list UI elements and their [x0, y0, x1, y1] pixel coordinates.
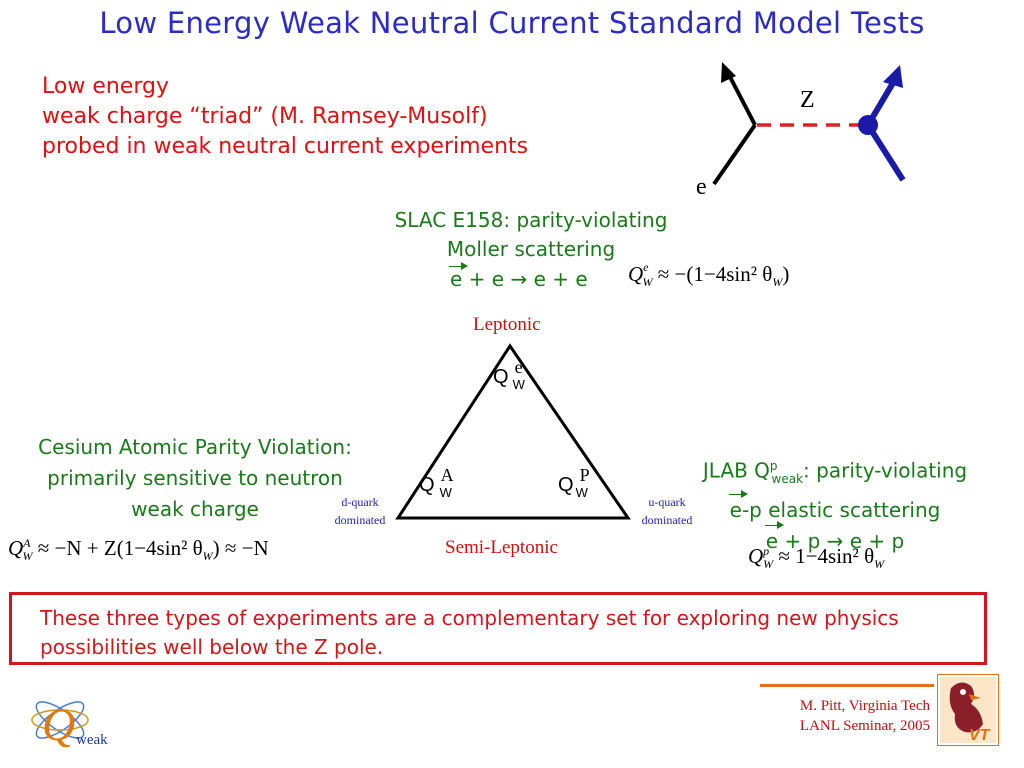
qweak-logo: Q weak: [31, 699, 108, 750]
vertex-dot: [858, 115, 878, 135]
jlab-line-3: e + p → e + p: [660, 520, 1010, 557]
vt-hokie-logo: VT: [937, 674, 999, 746]
u-quark-line-1: u-quark: [648, 495, 686, 509]
q-a-letter: Q: [419, 474, 435, 496]
slac-formula-q: Q: [628, 262, 644, 286]
intro-text: Low energy weak charge “triad” (M. Ramse…: [42, 72, 528, 162]
slac-formula-sup: e: [643, 260, 649, 274]
cesium-formula-q: Q: [8, 536, 24, 560]
intro-line-2: weak charge “triad” (M. Ramsey-Musolf): [42, 104, 488, 129]
slac-formula: QeW ≈ −(1−4sin² θW): [628, 260, 790, 290]
jlab-formula: QpW ≈ 1−4sin² θW: [748, 544, 884, 572]
footer-divider: [760, 684, 934, 687]
q-e-sub: W: [512, 377, 525, 392]
jlab-line-1-sub: weak: [771, 471, 804, 486]
triangle-diagram: [395, 343, 631, 520]
leptonic-label: Leptonic: [473, 314, 541, 335]
triangle-shape: [395, 343, 631, 520]
intro-line-3: probed in weak neutral current experimen…: [42, 134, 529, 159]
jlab-formula-sub: W: [763, 557, 774, 572]
vt-label: VT: [969, 727, 991, 744]
slac-block: SLAC E158: parity-violating Moller scatt…: [330, 206, 732, 264]
jlab-polarized-e-2: e: [764, 520, 785, 557]
q-p-letter: Q: [558, 474, 574, 496]
jlab-formula-q: Q: [748, 544, 764, 568]
d-quark-line-1: d-quark: [341, 495, 379, 509]
credit-line-2: LANL Seminar, 2005: [799, 718, 930, 734]
u-quark-note: u-quark dominated: [632, 493, 702, 529]
jlab-formula-sup: p: [763, 544, 770, 558]
feynman-diagram: Z e: [696, 62, 906, 195]
cesium-line-1: Cesium Atomic Parity Violation:: [38, 435, 352, 459]
slac-reaction: e + e → e + e: [448, 262, 588, 291]
logo-q-letter: Q: [42, 699, 75, 750]
u-quark-line-2: dominated: [641, 513, 693, 527]
jlab-formula-body: ≈ 1−4sin² θ: [773, 544, 875, 568]
credit-text: M. Pitt, Virginia Tech LANL Seminar, 200…: [760, 696, 930, 736]
d-quark-note: d-quark dominated: [325, 493, 395, 529]
q-e-letter: Q: [493, 366, 509, 388]
cesium-formula-sup: A: [23, 536, 31, 550]
q-p-sub: W: [575, 485, 588, 500]
jlab-line-1-post: : parity-violating: [803, 458, 968, 483]
slac-formula-end: ): [782, 262, 790, 286]
d-quark-line-2: dominated: [334, 513, 386, 527]
slac-line-2: Moller scattering: [446, 237, 616, 261]
cesium-line-2: primarily sensitive to neutron: [47, 466, 343, 490]
conclusion-text: These three types of experiments are a c…: [40, 606, 899, 659]
slide-title: Low Energy Weak Neutral Current Standard…: [99, 6, 925, 40]
logo-word: weak: [76, 732, 108, 748]
electron-outgoing-line: [726, 72, 757, 126]
cesium-formula: QAW ≈ −N + Z(1−4sin² θW) ≈ −N: [8, 536, 269, 564]
credit-line-1: M. Pitt, Virginia Tech: [799, 698, 930, 714]
slac-line-1: SLAC E158: parity-violating: [394, 208, 668, 232]
cesium-block: Cesium Atomic Parity Violation: primaril…: [0, 432, 390, 525]
cesium-line-3: weak charge: [131, 497, 259, 521]
target-outgoing-line: [865, 123, 906, 182]
cesium-formula-body: ≈ −N + Z(1−4sin² θ: [32, 536, 203, 560]
hokie-bird-icon: [949, 682, 983, 733]
atom-icon: [31, 701, 89, 739]
z-label: Z: [800, 87, 815, 113]
jlab-block: JLAB Qpweak: parity-violating e-p elasti…: [660, 451, 1010, 557]
slac-formula-sub2: W: [772, 275, 783, 290]
q-a-sub: W: [439, 485, 452, 500]
cesium-formula-sub: W: [22, 549, 33, 564]
q-p-sup: P: [579, 465, 590, 485]
jlab-polarized-e-1: e: [728, 489, 749, 526]
jlab-line-2-rest: -p elastic scattering: [741, 497, 941, 522]
q-a-sup: A: [440, 465, 454, 485]
electron-incoming-line: [712, 123, 757, 186]
jlab-line-2: e-p elastic scattering: [660, 489, 1010, 526]
cesium-formula-end: ) ≈ −N: [212, 536, 269, 560]
slac-formula-sub: W: [642, 275, 653, 290]
electron-arrow-icon: [721, 62, 736, 83]
slac-reaction-rest: + e → e + e: [462, 267, 588, 291]
jlab-line-3-rest: + p → e + p: [778, 528, 905, 553]
jlab-line-1-pre: JLAB Q: [702, 458, 770, 483]
conclusion-box: [9, 592, 987, 665]
jlab-line-1-sup: p: [769, 459, 778, 473]
e-label: e: [696, 174, 707, 195]
q-e-sup: e: [514, 357, 523, 377]
target-arrow-icon: [883, 65, 903, 88]
slac-formula-body: ≈ −(1−4sin² θ: [652, 262, 773, 286]
jlab-formula-sub2: W: [874, 557, 885, 572]
jlab-line-1: JLAB Qpweak: parity-violating: [660, 451, 1010, 495]
intro-line-1: Low energy: [42, 74, 169, 99]
semi-leptonic-label: Semi-Leptonic: [445, 537, 558, 558]
cesium-formula-sub2: W: [202, 549, 213, 564]
polarized-e-symbol: e: [448, 262, 469, 291]
